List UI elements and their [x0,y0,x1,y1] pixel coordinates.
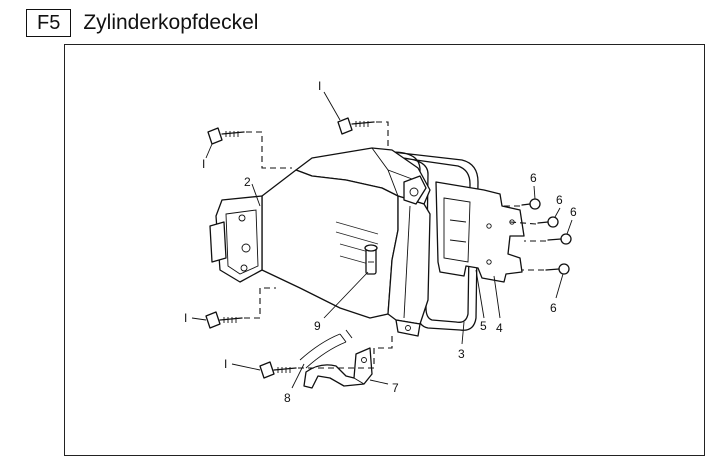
breather-nipple [364,244,378,275]
callout-bolt-upper-left: I [202,157,205,171]
callout-breather: 9 [314,319,321,333]
callout-bolt-bottom: I [224,357,227,371]
breather-hose [299,329,353,369]
section-code: F5 [26,9,72,37]
callout-screw-c: 6 [570,205,577,219]
callout-seal: 5 [480,319,487,333]
screw-d [545,263,570,275]
callout-screw-a: 6 [530,171,537,185]
flange-plate [435,181,525,283]
gasket-ring [391,151,479,331]
bolt-bottom [259,361,297,379]
callout-bracket: 7 [392,381,399,395]
bolt-lower-left [205,311,243,329]
bolt-top [337,117,375,135]
callout-bolt-top: I [318,79,321,93]
cylinder-head-cover [209,147,431,337]
page-header: F5 Zylinderkopfdeckel [26,8,258,38]
assembly-lines [244,121,546,369]
callout-bolt-lower-left: I [184,311,187,325]
callout-screw-b: 6 [556,193,563,207]
callout-gasket: 3 [458,347,465,361]
callout-hose: 8 [284,391,291,405]
screw-b [537,216,559,228]
screw-a [521,198,541,210]
page-title: Zylinderkopfdeckel [83,11,259,34]
leader-lines [191,91,573,389]
callout-flange: 4 [496,321,503,335]
diagram-frame [64,44,705,456]
callout-cover: 2 [244,175,251,189]
screw-c [547,233,572,245]
bolt-upper-left [207,127,245,145]
callout-screw-d: 6 [550,301,557,315]
